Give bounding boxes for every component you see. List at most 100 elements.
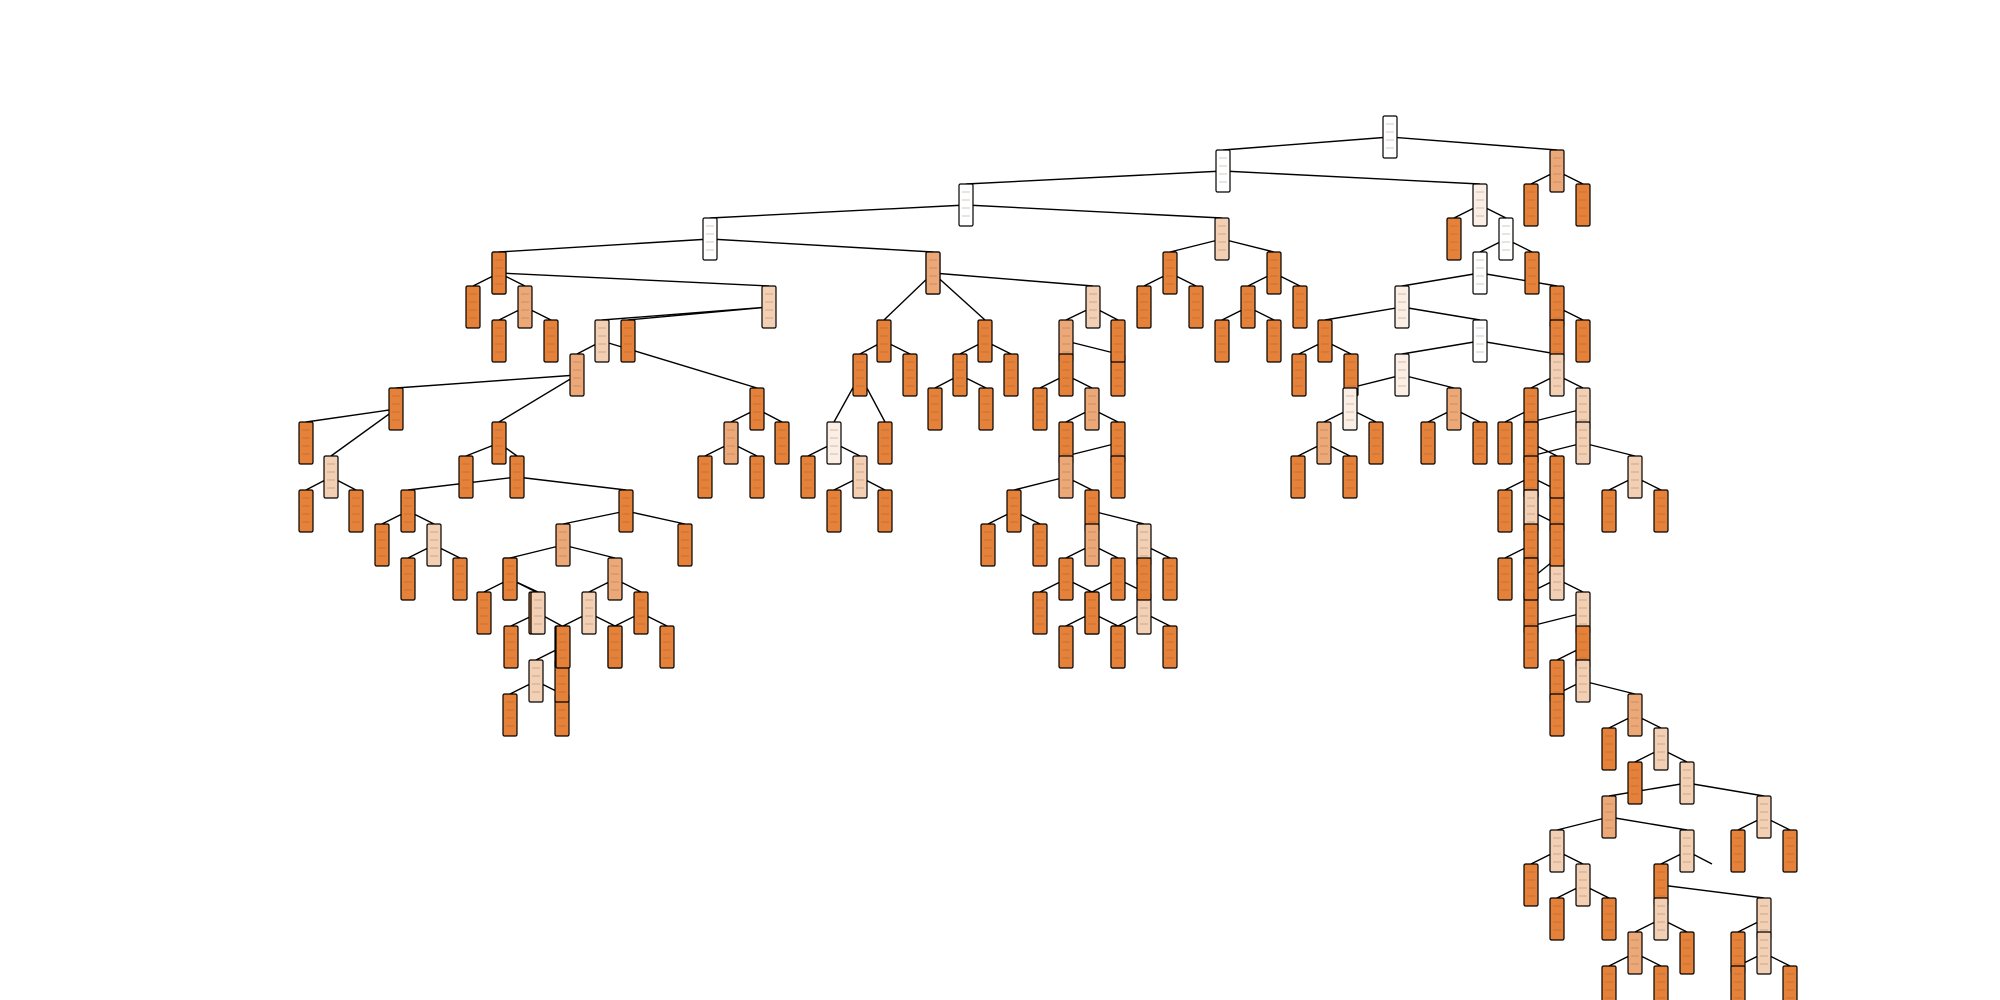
leaf-node xyxy=(543,319,559,363)
split-node xyxy=(1575,863,1591,907)
split-node xyxy=(1317,319,1333,363)
split-node xyxy=(1549,149,1565,193)
split-node xyxy=(1627,693,1643,737)
leaf-node xyxy=(1730,829,1746,873)
split-node xyxy=(852,353,868,397)
split-node xyxy=(388,387,404,431)
leaf-node xyxy=(1497,421,1513,465)
tree-edge xyxy=(1169,238,1223,253)
split-node xyxy=(569,353,585,397)
split-node xyxy=(1214,217,1230,261)
split-node xyxy=(1084,387,1100,431)
split-node xyxy=(491,421,507,465)
leaf-node xyxy=(1575,183,1591,227)
split-node xyxy=(517,285,533,329)
split-node xyxy=(876,319,892,363)
tree-edge xyxy=(305,408,397,423)
leaf-node xyxy=(1136,285,1152,329)
split-node xyxy=(1575,421,1591,465)
tree-edge xyxy=(1401,374,1455,389)
split-node xyxy=(528,659,544,703)
split-node xyxy=(400,489,416,533)
leaf-node xyxy=(1730,931,1746,975)
leaf-node xyxy=(1420,421,1436,465)
split-node xyxy=(723,421,739,465)
split-node xyxy=(1653,727,1669,771)
split-node xyxy=(1342,387,1358,431)
leaf-node xyxy=(554,693,570,737)
tree-edge xyxy=(562,510,627,525)
leaf-node xyxy=(1342,455,1358,499)
tree-edge xyxy=(1401,272,1481,287)
leaf-node xyxy=(697,455,713,499)
split-node xyxy=(1446,387,1462,431)
leaf-node xyxy=(1601,897,1617,941)
split-node xyxy=(1549,285,1565,329)
split-node xyxy=(826,421,842,465)
tree-edge xyxy=(1608,816,1688,831)
leaf-node xyxy=(927,387,943,431)
leaf-node xyxy=(1730,965,1746,1000)
tree-edge xyxy=(965,204,1223,219)
leaf-node xyxy=(1214,319,1230,363)
leaf-node xyxy=(465,285,481,329)
leaf-node xyxy=(1627,761,1643,805)
split-node xyxy=(852,455,868,499)
split-node xyxy=(618,489,634,533)
split-node xyxy=(1316,421,1332,465)
leaf-node xyxy=(1084,591,1100,635)
split-node xyxy=(1549,829,1565,873)
tree-edge xyxy=(562,544,616,559)
leaf-node xyxy=(1032,523,1048,567)
split-node xyxy=(1085,285,1101,329)
tree-edge xyxy=(627,306,770,321)
leaf-node xyxy=(978,387,994,431)
tree-edge xyxy=(709,204,967,219)
tree-edge xyxy=(932,272,986,321)
tree-edge xyxy=(1401,340,1481,355)
leaf-node xyxy=(1523,557,1539,601)
tree-edge xyxy=(1401,306,1481,321)
tree-edge xyxy=(1065,340,1119,355)
leaf-node xyxy=(659,625,675,669)
tree-edge xyxy=(1582,680,1636,695)
split-node xyxy=(702,217,718,261)
leaf-node xyxy=(1523,625,1539,669)
split-node xyxy=(1523,489,1539,533)
tree-edge xyxy=(1222,136,1391,151)
split-node xyxy=(594,319,610,363)
split-node xyxy=(1162,251,1178,295)
tree-edge xyxy=(1556,816,1610,831)
leaf-node xyxy=(877,421,893,465)
split-node xyxy=(607,557,623,601)
tree-edge xyxy=(498,238,711,253)
tree-edge xyxy=(1530,442,1584,457)
tree-edge xyxy=(1660,884,1765,899)
leaf-node xyxy=(826,489,842,533)
leaf-node xyxy=(491,319,507,363)
leaf-node xyxy=(1549,659,1565,703)
tree-edges xyxy=(305,136,1791,967)
leaf-node xyxy=(1523,863,1539,907)
split-node xyxy=(1394,353,1410,397)
leaf-node xyxy=(1549,693,1565,737)
split-node xyxy=(1575,387,1591,431)
tree-edge xyxy=(1686,782,1765,797)
split-node xyxy=(1653,897,1669,941)
leaf-node xyxy=(1497,489,1513,533)
tree-edge xyxy=(498,272,770,287)
split-node xyxy=(1549,353,1565,397)
split-node xyxy=(1523,523,1539,567)
leaf-node xyxy=(877,489,893,533)
split-node xyxy=(761,285,777,329)
leaf-node xyxy=(1653,489,1669,533)
leaf-node xyxy=(774,421,790,465)
leaf-node xyxy=(374,523,390,567)
split-node xyxy=(1266,251,1282,295)
leaf-node xyxy=(1290,455,1306,499)
split-node xyxy=(530,591,546,635)
tree-edge xyxy=(1479,340,1558,355)
split-node xyxy=(1472,251,1488,295)
tree-edge xyxy=(1479,272,1558,287)
split-node xyxy=(1382,115,1398,159)
